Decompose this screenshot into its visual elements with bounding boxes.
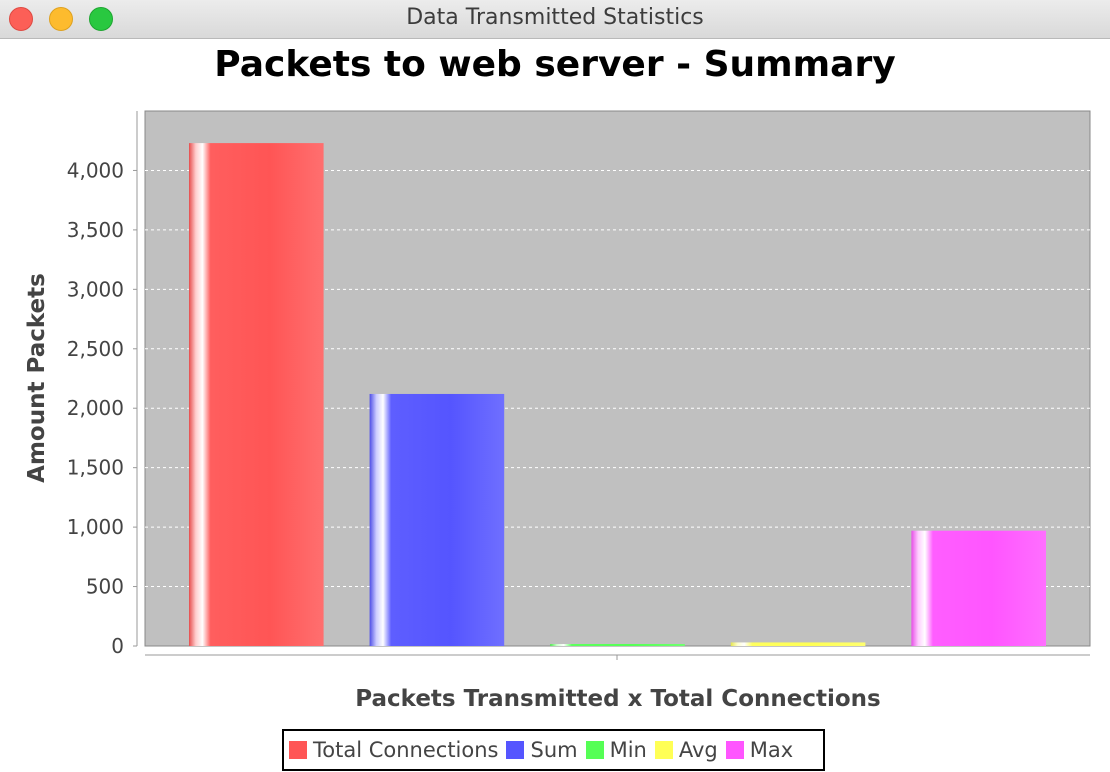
legend-item: Total Connections <box>289 738 498 762</box>
y-tick-label: 500 <box>86 575 124 599</box>
bar-3 <box>730 642 866 646</box>
y-tick-label: 1,500 <box>67 456 124 480</box>
y-tick-label: 0 <box>111 634 124 658</box>
bars <box>189 143 1046 646</box>
bar-1 <box>369 393 505 646</box>
legend-label: Sum <box>530 738 578 762</box>
legend-label: Avg <box>678 738 718 762</box>
legend-item: Min <box>585 738 647 762</box>
window-titlebar: Data Transmitted Statistics <box>0 0 1110 39</box>
axes: 0 500 1,000 1,500 2,000 2,500 3,000 3,500 4,000 <box>67 111 1090 660</box>
y-tick-label: 2,000 <box>67 396 124 420</box>
close-window-button[interactable] <box>9 7 33 31</box>
legend-swatch <box>725 741 744 759</box>
y-tick-label: 4,000 <box>67 158 124 182</box>
chart-legend: Total Connections Sum Min Avg Max <box>282 729 825 771</box>
zoom-window-button[interactable] <box>89 7 113 31</box>
legend-swatch <box>289 741 307 759</box>
y-tick-label: 3,500 <box>67 218 124 242</box>
bar-2 <box>550 644 685 646</box>
y-tick-label: 2,500 <box>67 337 124 361</box>
chart-title: Packets to web server - Summary <box>214 44 896 85</box>
window-title: Data Transmitted Statistics <box>406 5 704 30</box>
legend-item: Max <box>725 738 794 762</box>
x-axis-label: Packets Transmitted x Total Connections <box>355 686 880 712</box>
legend-label: Min <box>609 738 647 762</box>
minimize-window-button[interactable] <box>49 7 73 31</box>
y-tick-label: 3,000 <box>67 277 124 301</box>
bar-0 <box>189 143 324 646</box>
legend-label: Max <box>749 738 794 762</box>
legend-swatch <box>585 741 604 759</box>
y-axis-label: Amount Packets <box>24 273 50 483</box>
y-tick-label: 1,000 <box>67 515 124 539</box>
legend-item: Avg <box>654 738 718 762</box>
legend-item: Sum <box>506 738 578 762</box>
legend-swatch <box>654 741 673 759</box>
bar-4 <box>911 530 1046 646</box>
legend-swatch <box>506 741 525 759</box>
legend-label: Total Connections <box>313 738 499 762</box>
